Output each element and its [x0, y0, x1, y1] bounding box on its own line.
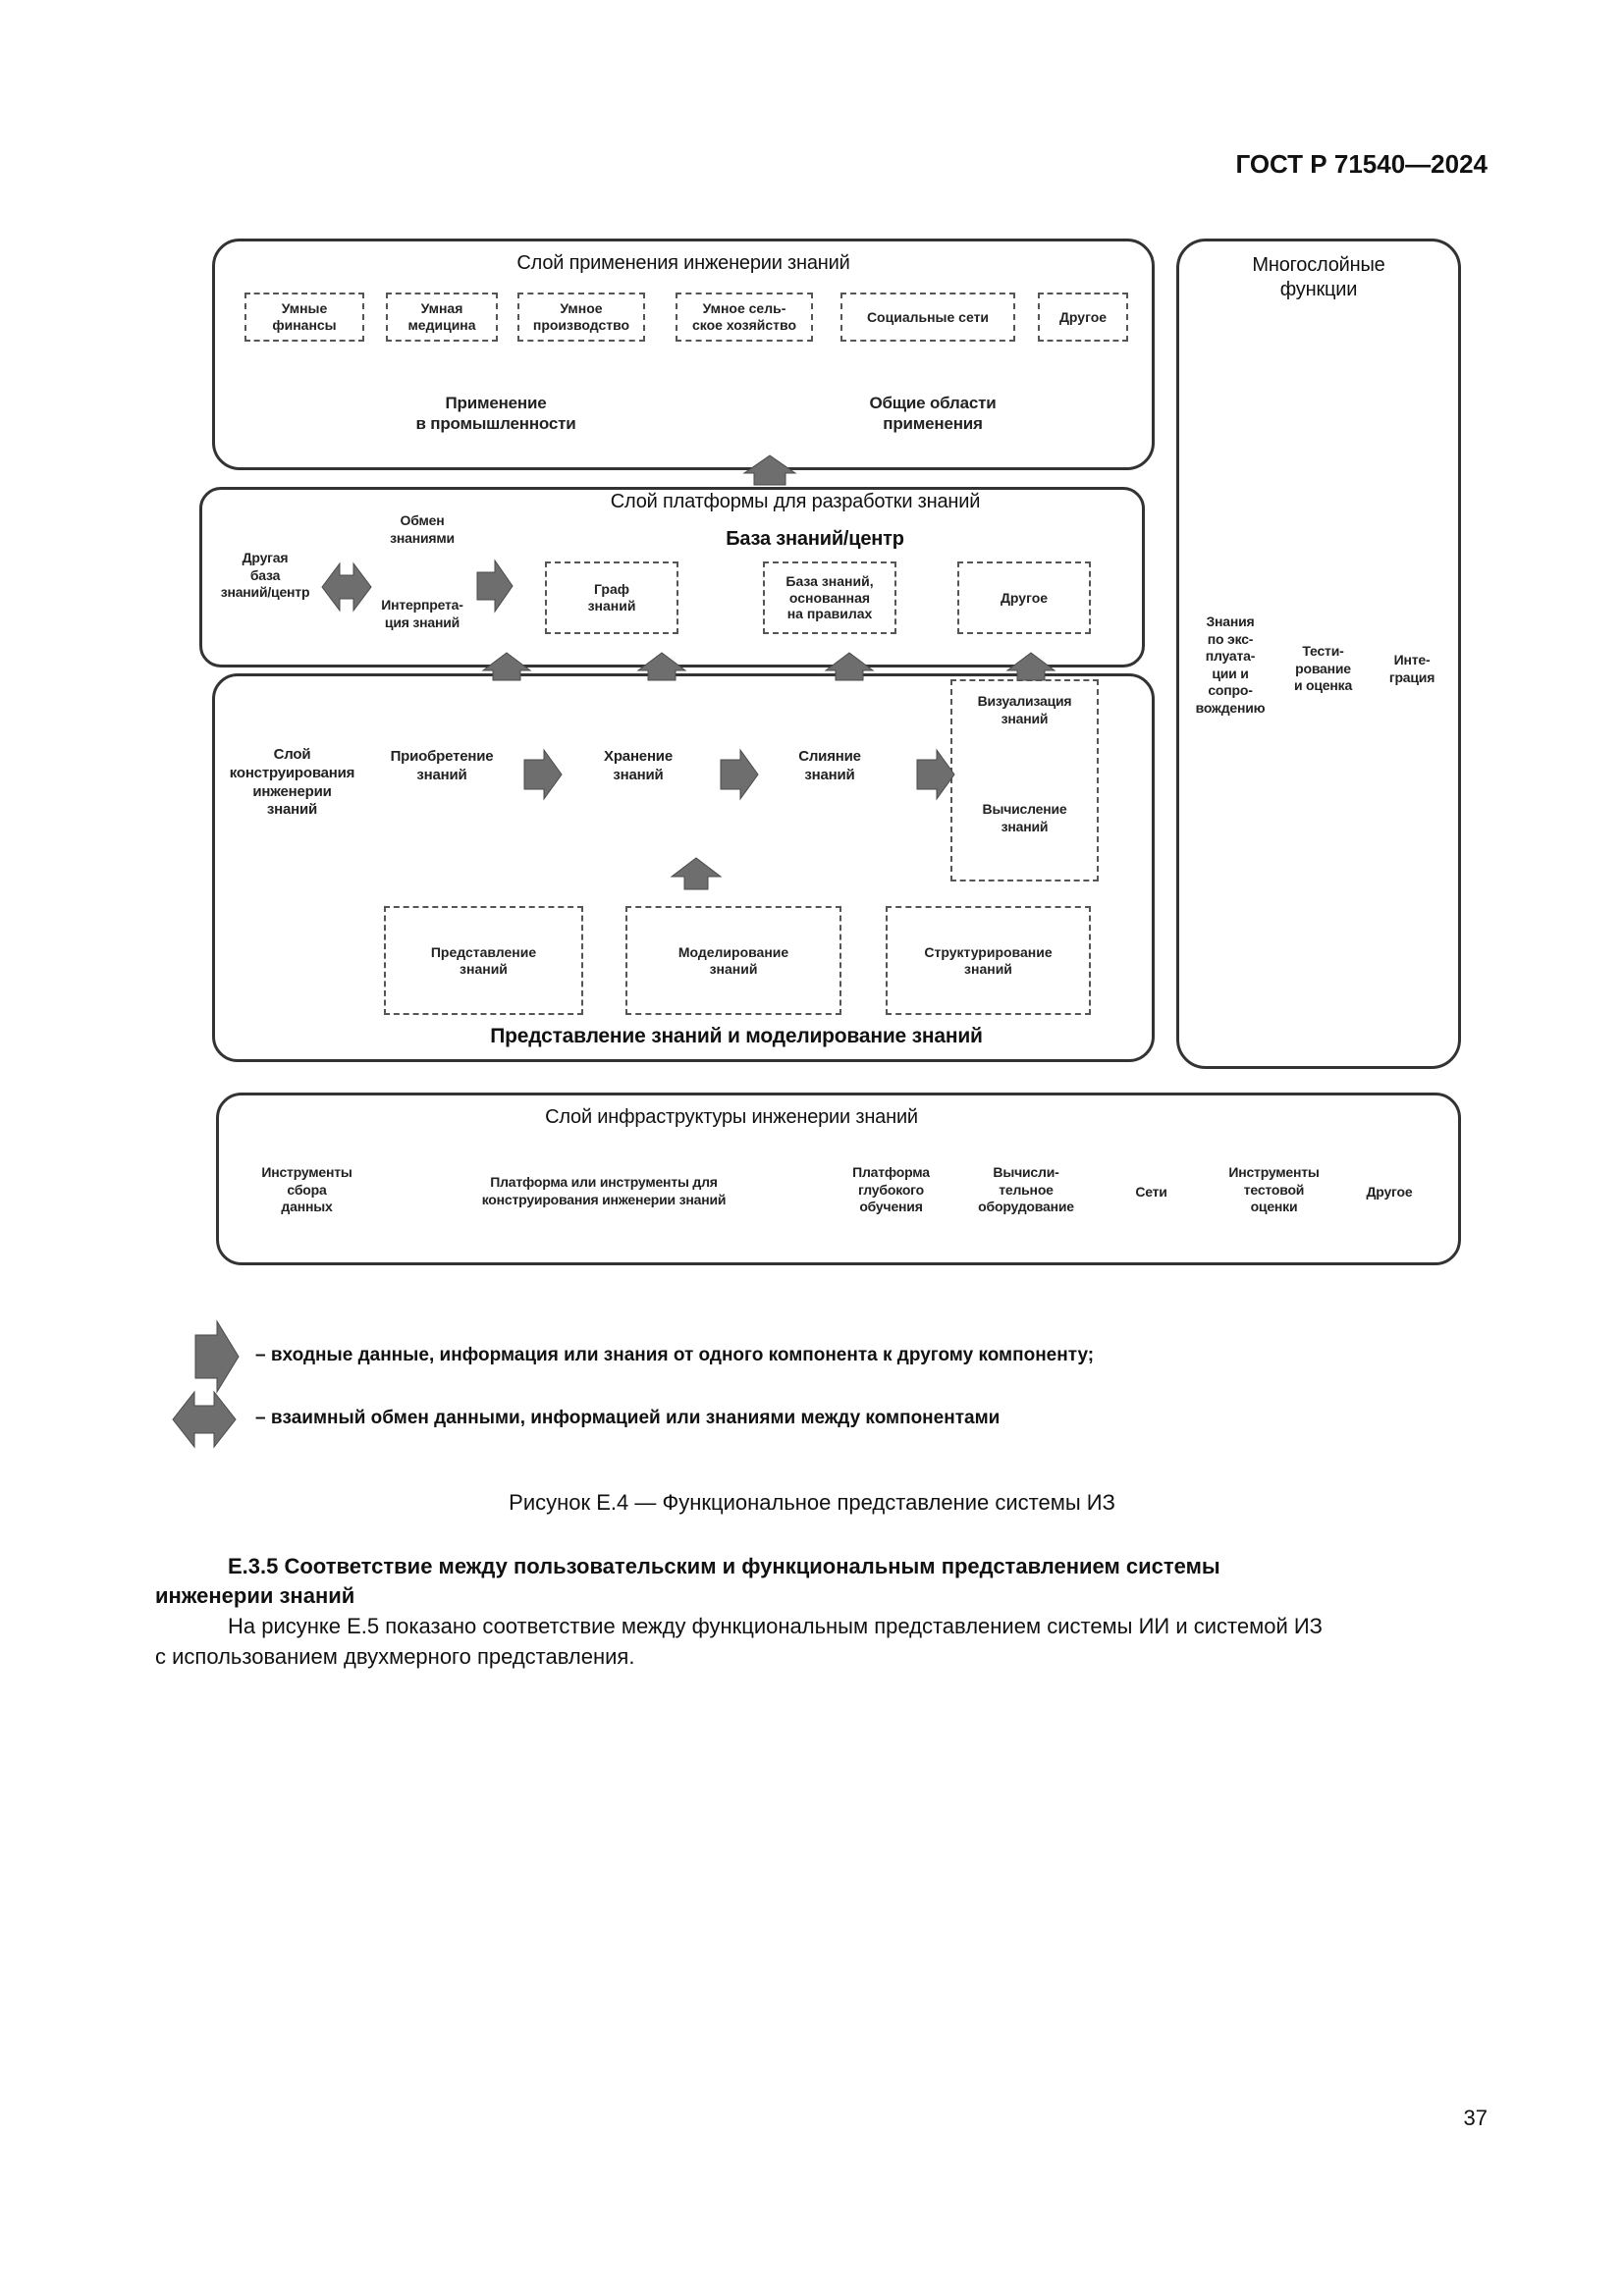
arrow-up-construction-to-platform-2 — [636, 652, 687, 681]
app-item-smart-medicine: Умная медицина — [386, 293, 498, 342]
infrastructure-layer-title: Слой инфраструктуры инженерии знаний — [545, 1106, 918, 1128]
arrow-right-acquisition-to-storage — [523, 748, 563, 801]
arrow-up-modeling-to-storage — [670, 857, 723, 890]
document-id: ГОСТ Р 71540—2024 — [1235, 149, 1488, 179]
platform-other-box: Другое — [957, 561, 1091, 634]
infra-computing-hardware: Вычисли- тельное оборудование — [978, 1164, 1074, 1214]
knowledge-acquisition-label: Приобретение знаний — [390, 748, 494, 783]
infra-deep-learning-platform: Платформа глубокого обучения — [852, 1164, 930, 1214]
knowledge-structuring-box: Структурирование знаний — [886, 906, 1091, 1015]
knowledge-graph-box: Граф знаний — [545, 561, 678, 634]
legend-single-arrow-icon — [194, 1319, 240, 1394]
arrow-right-fusion-to-visualization — [916, 748, 955, 801]
arrow-right-exchange-to-graph — [476, 559, 514, 614]
knowledge-modeling-box: Моделирование знаний — [625, 906, 841, 1015]
other-kb-center-label: Другая база знаний/центр — [220, 550, 310, 600]
section-heading-line1: Е.3.5 Соответствие между пользовательски… — [228, 1554, 1220, 1578]
knowledge-storage-label: Хранение знаний — [604, 748, 673, 783]
legend-double-arrow-text: – взаимный обмен данными, информацией ил… — [255, 1408, 1001, 1428]
testing-evaluation-label: Тести- рование и оценка — [1293, 643, 1353, 693]
arrow-up-construction-to-platform-4 — [1005, 652, 1056, 681]
arrow-double-other-kb-exchange — [321, 561, 372, 613]
infra-ke-construction-platform: Платформа или инструменты для конструиро… — [481, 1174, 727, 1207]
knowledge-representation-box: Представление знаний — [384, 906, 583, 1015]
construction-layer-box — [212, 673, 1155, 1062]
platform-layer-title: Слой платформы для разработки знаний — [610, 491, 981, 512]
infra-data-collection-tools: Инструменты сбора данных — [261, 1164, 352, 1214]
application-layer-title: Слой применения инженерии знаний — [516, 252, 850, 274]
app-item-other: Другое — [1038, 293, 1128, 342]
rule-based-kb-box: База знаний, основанная на правилах — [763, 561, 896, 634]
app-item-smart-finance: Умные финансы — [244, 293, 364, 342]
knowledge-computation-label: Вычисление знаний — [982, 801, 1067, 834]
infra-networks: Сети — [1135, 1184, 1167, 1200]
figure-caption: Рисунок Е.4 — Функциональное представлен… — [509, 1490, 1115, 1515]
app-item-smart-agriculture: Умное сель- ское хозяйство — [676, 293, 813, 342]
section-heading-line2: инженерии знаний — [155, 1583, 355, 1608]
arrow-up-construction-to-platform-1 — [481, 652, 532, 681]
arrow-right-storage-to-fusion — [720, 748, 759, 801]
infrastructure-layer-box — [216, 1093, 1461, 1265]
application-layer-box — [212, 239, 1155, 470]
arrow-up-construction-to-platform-3 — [824, 652, 875, 681]
section-paragraph-line2: с использованием двухмерного представлен… — [155, 1644, 635, 1669]
knowledge-fusion-label: Слияние знаний — [798, 748, 861, 783]
knowledge-visualization-label: Визуализация знаний — [977, 693, 1072, 726]
multilayer-functions-box — [1176, 239, 1461, 1069]
knowledge-interpretation-label: Интерпрета- ция знаний — [381, 597, 463, 630]
legend-single-arrow-text: – входные данные, информация или знания … — [255, 1345, 1095, 1365]
infra-other: Другое — [1366, 1184, 1413, 1200]
page-number: 37 — [1463, 2106, 1488, 2130]
app-item-social-networks: Социальные сети — [840, 293, 1015, 342]
multilayer-functions-title: Многослойные функции — [1252, 254, 1385, 300]
app-item-smart-production: Умное производство — [517, 293, 645, 342]
legend-double-arrow-icon — [172, 1390, 237, 1449]
representation-modeling-title: Представление знаний и моделирование зна… — [490, 1025, 983, 1047]
industry-application-label: Применение в промышленности — [415, 394, 576, 434]
construction-layer-title: Слой конструирования инженерии знаний — [229, 746, 355, 819]
arrow-up-platform-to-application — [742, 454, 797, 486]
integration-label: Инте- грация — [1388, 652, 1435, 685]
section-paragraph-line1: На рисунке Е.5 показано соответствие меж… — [228, 1614, 1323, 1638]
infra-test-evaluation-tools: Инструменты тестовой оценки — [1228, 1164, 1320, 1214]
ops-support-knowledge-label: Знания по экс- плуата- ции и сопро- вожд… — [1195, 614, 1266, 716]
kb-center-title: База знаний/центр — [726, 528, 904, 550]
knowledge-exchange-label: Обмен знаниями — [390, 512, 455, 546]
general-application-label: Общие области применения — [869, 394, 997, 434]
